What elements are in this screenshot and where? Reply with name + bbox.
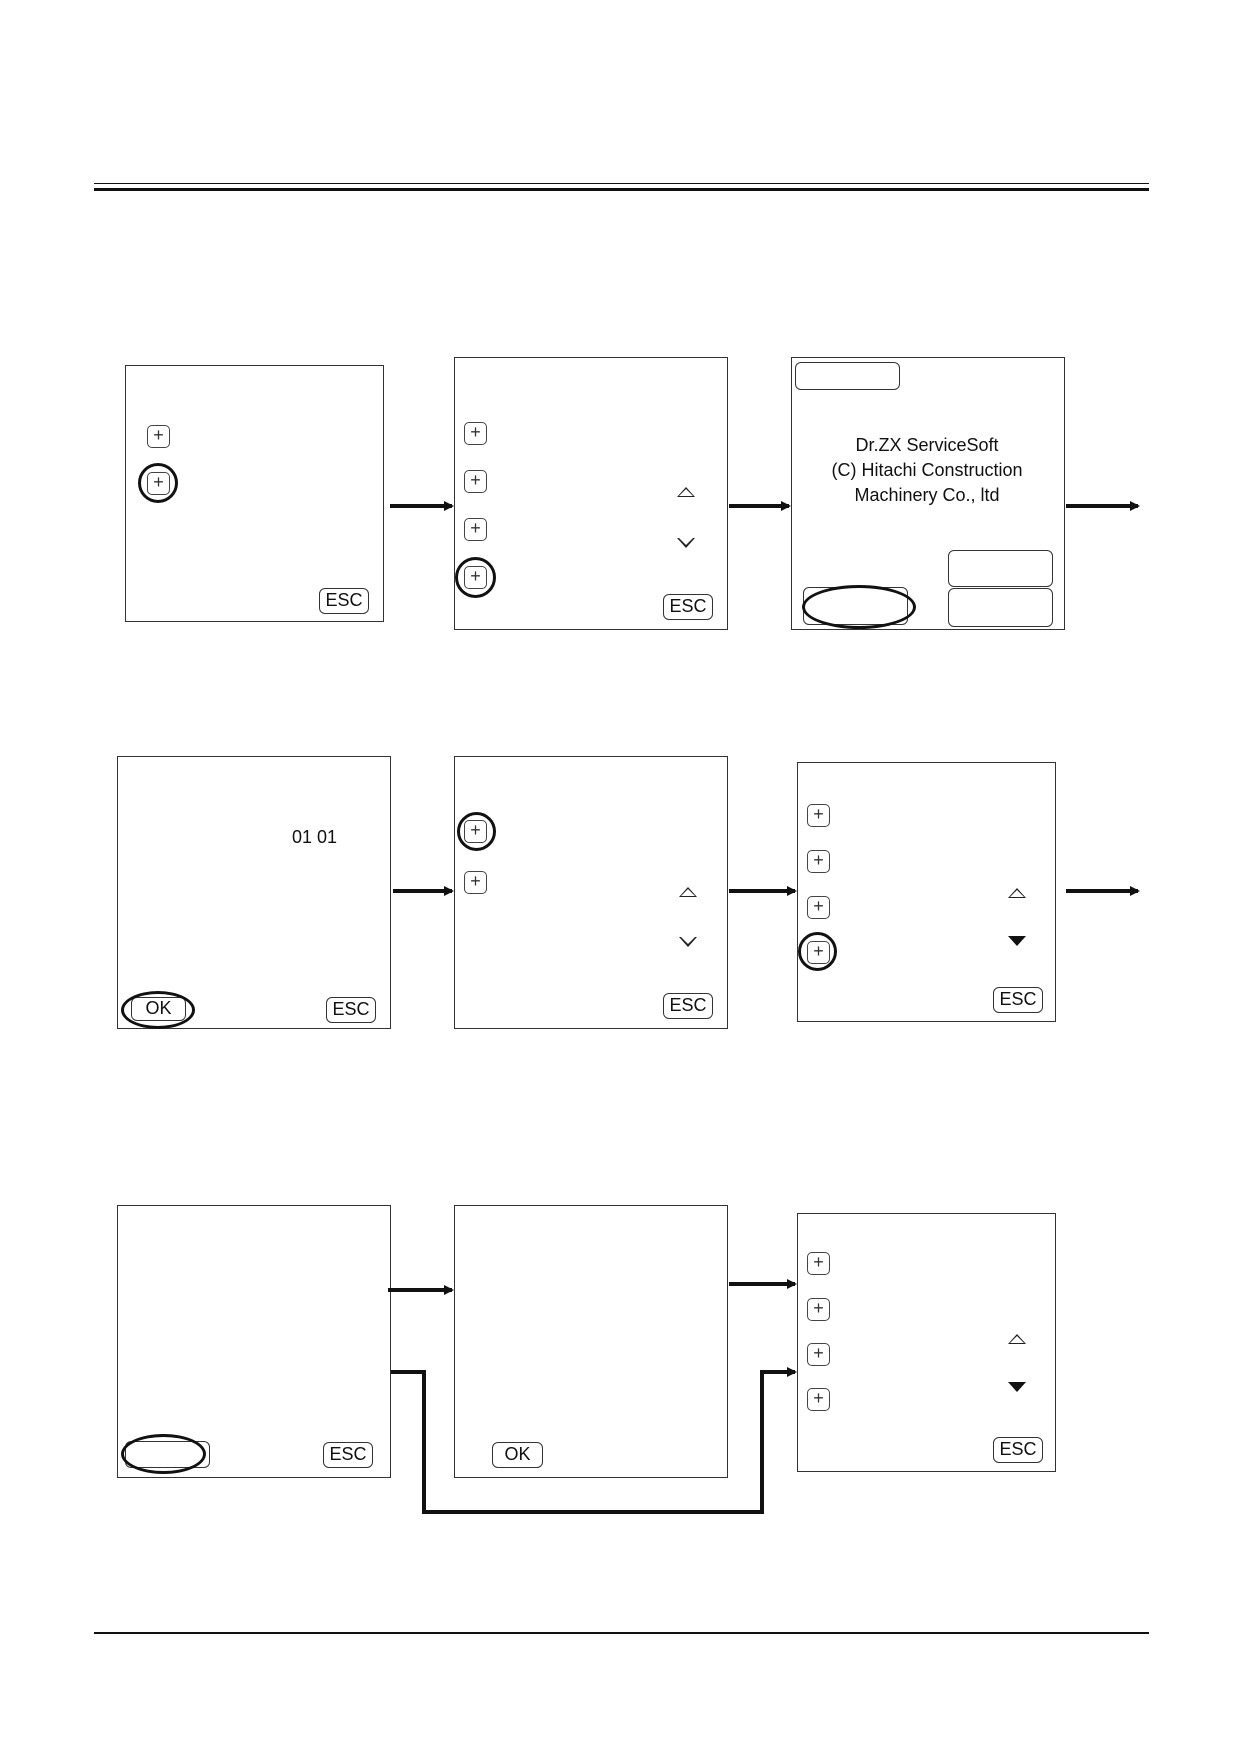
plus-button[interactable]: + bbox=[464, 470, 487, 493]
screen-r2-3: + + + + ESC bbox=[797, 762, 1056, 1022]
arrow-bypass bbox=[391, 1367, 797, 1514]
highlight-circle bbox=[457, 812, 496, 851]
down-arrow-icon[interactable] bbox=[677, 538, 695, 548]
screen-r1-2: + + + + ESC bbox=[454, 357, 728, 630]
splash-line-3: Machinery Co., ltd bbox=[854, 485, 1000, 505]
highlight-circle bbox=[121, 991, 195, 1029]
up-arrow-icon[interactable] bbox=[677, 487, 695, 497]
blank-button[interactable] bbox=[948, 588, 1053, 627]
esc-button[interactable]: ESC bbox=[323, 1442, 373, 1468]
plus-button[interactable]: + bbox=[807, 804, 830, 827]
screen-r3-3: + + + + ESC bbox=[797, 1213, 1056, 1472]
up-arrow-icon[interactable] bbox=[679, 887, 697, 897]
splash-line-2: (C) Hitachi Construction bbox=[831, 460, 1023, 480]
date-value: 01 01 bbox=[292, 827, 338, 847]
plus-button[interactable]: + bbox=[807, 1252, 830, 1275]
splash-line-1: Dr.ZX ServiceSoft bbox=[855, 435, 999, 455]
esc-button[interactable]: ESC bbox=[326, 997, 376, 1023]
highlight-circle bbox=[138, 463, 178, 503]
esc-button[interactable]: ESC bbox=[663, 993, 713, 1019]
plus-button[interactable]: + bbox=[464, 422, 487, 445]
plus-button[interactable]: + bbox=[464, 518, 487, 541]
screen-r3-2: OK bbox=[454, 1205, 728, 1478]
down-arrow-icon[interactable] bbox=[1008, 936, 1026, 946]
esc-button[interactable]: ESC bbox=[993, 1437, 1043, 1463]
up-arrow-icon[interactable] bbox=[1008, 888, 1026, 898]
down-arrow-icon[interactable] bbox=[679, 937, 697, 947]
esc-button[interactable]: ESC bbox=[993, 987, 1043, 1013]
plus-button[interactable]: + bbox=[807, 850, 830, 873]
footer-rule bbox=[94, 1632, 1149, 1634]
plus-button[interactable]: + bbox=[147, 425, 170, 448]
esc-button[interactable]: ESC bbox=[319, 588, 369, 614]
esc-button[interactable]: ESC bbox=[663, 594, 713, 620]
plus-button[interactable]: + bbox=[807, 1298, 830, 1321]
blank-button[interactable] bbox=[948, 550, 1053, 587]
header-rule-thin bbox=[94, 183, 1149, 184]
screen-r3-1: ESC bbox=[117, 1205, 391, 1478]
screen-r2-1: 01 01 OK ESC bbox=[117, 756, 391, 1029]
highlight-circle bbox=[802, 585, 916, 629]
screen-r1-3: Dr.ZX ServiceSoft (C) Hitachi Constructi… bbox=[791, 357, 1065, 630]
plus-button[interactable]: + bbox=[807, 1388, 830, 1411]
blank-button[interactable] bbox=[795, 362, 900, 390]
down-arrow-icon[interactable] bbox=[1008, 1382, 1026, 1392]
screen-r2-2: + + ESC bbox=[454, 756, 728, 1029]
header-rule-thick bbox=[94, 188, 1149, 191]
screen-r1-1: + + ESC bbox=[125, 365, 384, 622]
plus-button[interactable]: + bbox=[807, 1343, 830, 1366]
highlight-circle bbox=[455, 557, 496, 598]
highlight-circle bbox=[121, 1434, 206, 1474]
plus-button[interactable]: + bbox=[807, 896, 830, 919]
ok-button[interactable]: OK bbox=[492, 1442, 543, 1468]
up-arrow-icon[interactable] bbox=[1008, 1334, 1026, 1344]
highlight-circle bbox=[798, 932, 837, 971]
plus-button[interactable]: + bbox=[464, 871, 487, 894]
